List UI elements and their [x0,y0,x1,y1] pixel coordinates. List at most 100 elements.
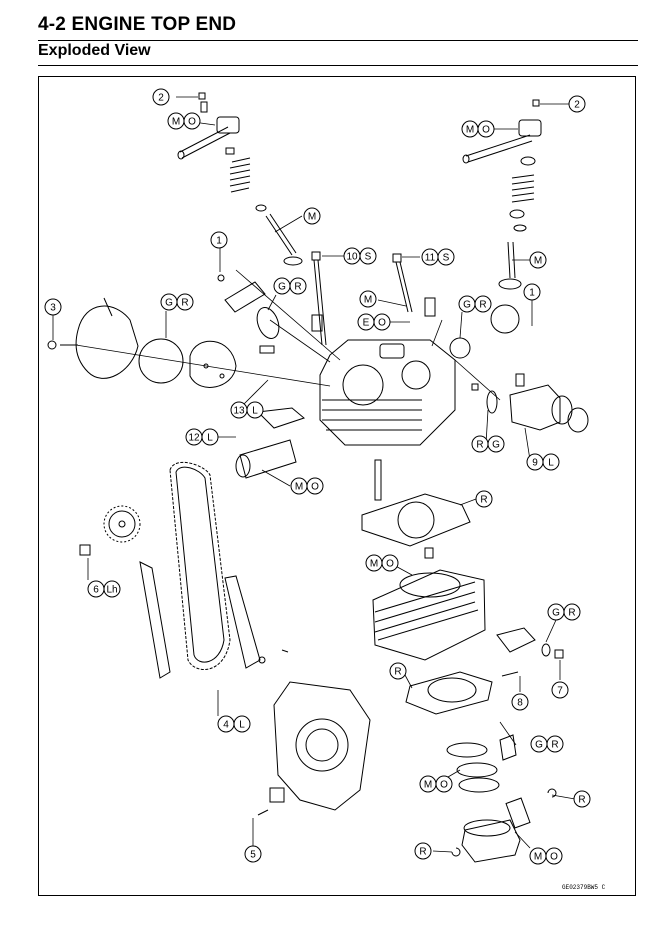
callout-code-letter: R [419,847,426,858]
callout-code-letter: R [479,300,486,311]
piston-part [451,734,557,863]
diagram-frame [38,76,636,896]
callout-code-letter: O [188,117,196,128]
callout-code-letter: R [480,495,487,506]
callout-code-letter: L [252,406,258,417]
callout-number: 5 [250,850,256,861]
callout-code-letter: M [370,559,378,570]
callout-number: 10 [346,252,358,263]
callout-number: 2 [574,100,580,111]
callout-code-letter: L [239,720,245,731]
callout-code-letter: O [378,318,386,329]
callout-number: 1 [529,288,535,299]
callout-code-letter: R [568,608,575,619]
callout-c11: 11 S [421,248,455,266]
left-rocker-arm-part [177,92,240,160]
callout-code-letter: R [394,667,401,678]
right-valve-spring-part [509,156,536,232]
callout-c7: 7 [551,681,569,699]
callout-code-letter: S [365,252,372,263]
callout-code-letter: Lh [106,585,117,596]
callout-number: 4 [223,720,229,731]
callout-code-letter: L [207,433,213,444]
callout-number: 6 [93,585,99,596]
callout-c1a: 1 [210,231,228,249]
callout-code-letter: G [278,282,286,293]
callout-r1: R [475,490,493,508]
callout-code-letter: O [386,559,394,570]
cylinder-head-gasket-lower-part [405,671,493,715]
callout-r3: R [573,790,591,808]
callout-m3: M [359,290,377,308]
callout-code-letter: M [295,482,303,493]
gasket-ring-left-part [138,338,184,384]
callout-code-letter: R [578,795,585,806]
cylinder-base-gasket-part [361,459,471,559]
callout-c13: 13 L [230,401,264,419]
callout-number: 11 [425,253,436,264]
camshaft-part [235,407,306,479]
callout-code-letter: G [492,440,500,451]
callout-number: 8 [517,698,523,709]
callout-c10: 10 S [343,247,377,265]
callout-c1b: 1 [523,283,541,301]
callout-c3: 3 [44,298,62,316]
chain-guide-right-part [224,575,289,669]
callout-code-letter: O [311,482,319,493]
callout-code-letter: S [443,253,450,264]
cylinder-head-bolt-right [392,253,413,313]
callout-number: 12 [188,433,200,444]
callout-number: 9 [532,458,538,469]
gasket-ring-mid-part [256,307,280,339]
figure-id: GE02379BW5 C [562,884,606,891]
callout-m1: M [303,207,321,225]
cylinder-head-part [259,297,456,446]
callout-code-letter: M [534,852,542,863]
callout-code-letter: G [552,608,560,619]
callout-c5: 5 [244,845,262,863]
callout-number: 1 [216,236,222,247]
callout-c2b: 2 [568,95,586,113]
intake-manifold-part [449,304,589,433]
callout-code-letter: O [482,125,490,136]
cam-chain-part [169,461,231,671]
callout-code-letter: M [466,125,474,136]
tensioner-cap-part [217,274,266,313]
callout-code-letter: E [363,318,370,329]
section-title: 4-2 ENGINE TOP END [38,14,237,35]
callout-code-letter: G [463,300,471,311]
callout-m2: M [529,251,547,269]
callout-number: 7 [557,686,563,697]
callout-code-letter: L [548,458,554,469]
callout-code-letter: O [550,852,558,863]
callout-code-letter: G [165,298,173,309]
callout-code-letter: M [308,212,316,223]
callout-code-letter: R [294,282,301,293]
callout-c8: 8 [511,693,529,711]
header-rule-bottom [38,65,638,66]
callout-code-letter: O [440,780,448,791]
callout-code-letter: G [535,740,543,751]
callout-number: 13 [233,406,245,417]
callout-code-letter: M [172,117,180,128]
callout-code-letter: M [424,780,432,791]
callout-r4: R [414,842,432,860]
crankcase-part [257,681,371,816]
callout-code-letter: M [534,256,542,267]
left-valve-part [265,213,303,266]
cam-sprocket-part [79,505,141,556]
subsection-title: Exploded View [38,42,151,59]
leader-lines [52,96,576,853]
